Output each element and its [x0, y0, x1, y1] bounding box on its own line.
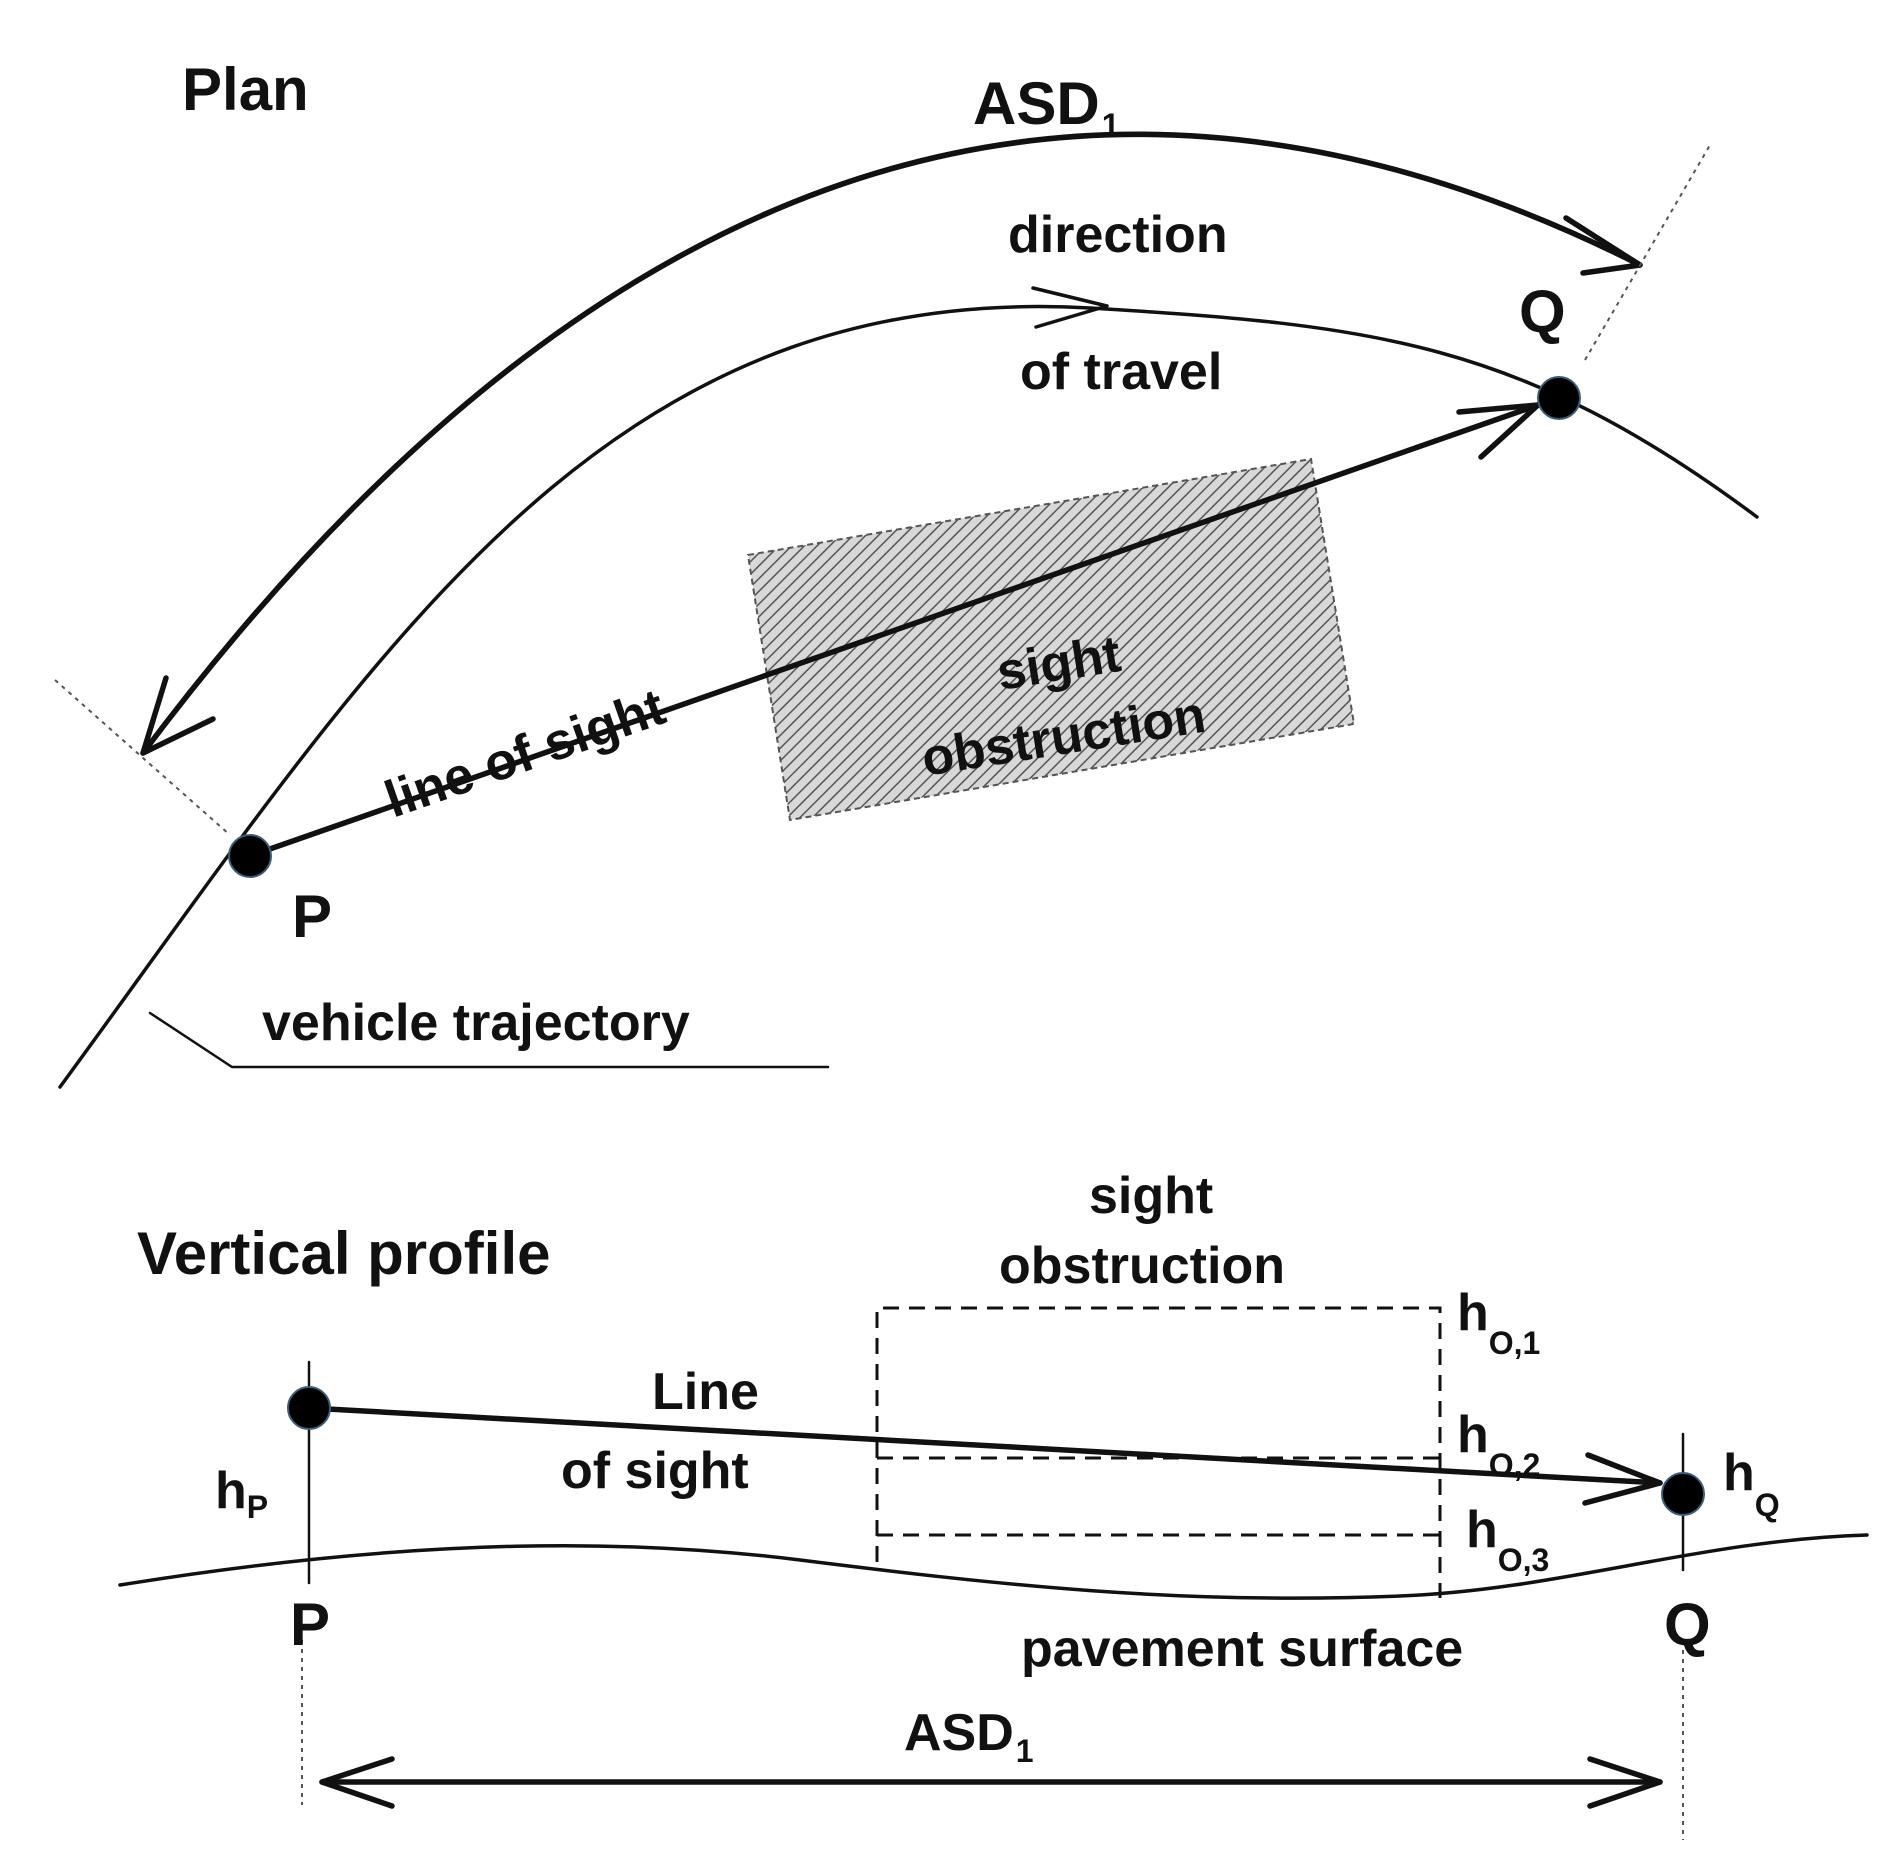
height-o3-label: hO,3 [1466, 1501, 1549, 1578]
trajectory-direction-arrowhead [1031, 286, 1109, 329]
profile-asd-arrowhead-left [319, 1756, 395, 1809]
pavement-surface-line [118, 1533, 1869, 1600]
plan-view: Plan ASD1 direction of travel sight obst… [54, 56, 1759, 1089]
profile-line-of-sight-label-line2: of sight [561, 1442, 749, 1500]
plan-line-of-sight-label: line of sight [378, 678, 673, 829]
plan-extension-line-q [1584, 144, 1711, 361]
plan-point-q-label: Q [1519, 278, 1566, 345]
plan-line-of-sight-arrowhead [1456, 402, 1541, 460]
profile-obstruction-label-line2: obstruction [999, 1237, 1285, 1295]
plan-asd-label: ASD1 [973, 70, 1119, 143]
obstruction-height-1-box [875, 1306, 1442, 1598]
vehicle-trajectory-path [58, 304, 1759, 1089]
plan-asd-arrowhead-start [140, 675, 216, 756]
plan-point-p-label: P [292, 883, 332, 950]
plan-point-p-marker [228, 834, 272, 878]
height-o1-label: hO,1 [1457, 1284, 1540, 1361]
vehicle-trajectory-leader [148, 1011, 830, 1069]
height-o2-label: hO,2 [1457, 1406, 1540, 1483]
plan-extension-line-p [54, 679, 231, 836]
plan-title: Plan [182, 56, 309, 123]
plan-asd-arc [140, 131, 1643, 756]
plan-sight-obstruction [746, 457, 1356, 822]
profile-point-p-marker [287, 1386, 331, 1430]
vertical-profile-view: Vertical profile pavement surface sight … [118, 1167, 1869, 1840]
profile-point-p-label: P [290, 1591, 330, 1658]
pavement-surface-label: pavement surface [1021, 1620, 1463, 1678]
profile-title: Vertical profile [137, 1220, 551, 1287]
profile-line-of-sight [306, 1405, 1663, 1486]
profile-obstruction-label-line1: sight [1089, 1167, 1213, 1225]
profile-point-q-marker [1661, 1472, 1705, 1516]
height-p-label: hP [215, 1462, 268, 1525]
height-q-label: hQ [1723, 1444, 1780, 1523]
profile-line-of-sight-label-line1: Line [652, 1363, 759, 1421]
plan-point-q-marker [1537, 376, 1581, 420]
profile-point-q-label: Q [1664, 1591, 1711, 1658]
direction-label-line1: direction [1008, 206, 1228, 264]
vehicle-trajectory-label: vehicle trajectory [262, 994, 690, 1052]
direction-label-line2: of travel [1020, 343, 1222, 401]
profile-asd-arrowhead-right [1587, 1756, 1663, 1809]
profile-asd-label: ASD1 [904, 1704, 1034, 1769]
profile-line-of-sight-arrowhead [1582, 1452, 1663, 1506]
plan-line-of-sight [247, 402, 1541, 859]
